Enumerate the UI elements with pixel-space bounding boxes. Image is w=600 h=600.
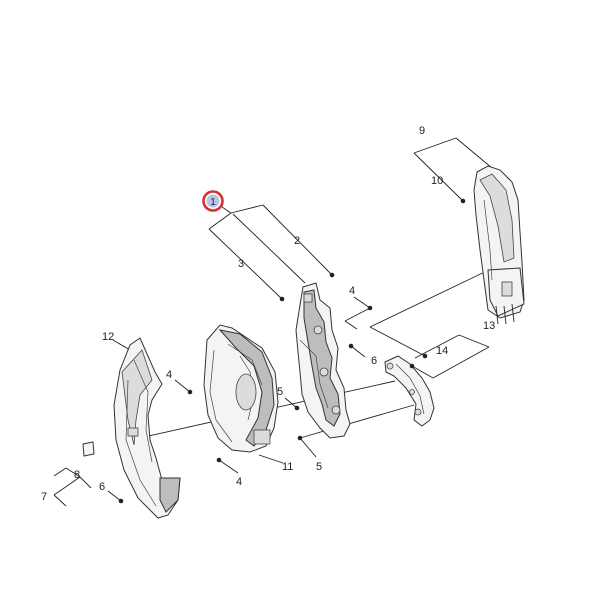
callout-13[interactable]: 13 xyxy=(483,320,495,332)
callout-1-marker[interactable]: 1 xyxy=(202,190,224,212)
part-11-lamp-body[interactable] xyxy=(203,324,279,453)
part-9-side-lamp[interactable] xyxy=(473,165,525,325)
callout-2[interactable]: 2 xyxy=(294,235,300,247)
callout-3[interactable]: 3 xyxy=(238,258,244,270)
leader-lines xyxy=(53,137,494,507)
callout-12[interactable]: 12 xyxy=(102,331,114,343)
callout-5-upper[interactable]: 5 xyxy=(277,386,283,398)
callout-1: 1 xyxy=(210,197,216,208)
callout-7[interactable]: 7 xyxy=(41,491,47,503)
part-8-clip[interactable] xyxy=(82,441,95,457)
callout-9[interactable]: 9 xyxy=(419,125,425,137)
callout-4-left[interactable]: 4 xyxy=(166,369,172,381)
callout-4-upper[interactable]: 4 xyxy=(349,285,355,297)
callout-5-lower[interactable]: 5 xyxy=(316,461,322,473)
fastener-dots xyxy=(118,198,466,504)
callout-14[interactable]: 14 xyxy=(436,345,448,357)
callout-6-middle[interactable]: 6 xyxy=(371,355,377,367)
callout-6-lower[interactable]: 6 xyxy=(99,481,105,493)
part-1-bracket[interactable] xyxy=(295,282,351,439)
part-12-housing[interactable] xyxy=(113,337,181,519)
callout-labels: 2 3 9 10 4 6 13 14 12 4 5 5 11 4 8 7 6 xyxy=(41,125,495,503)
callout-11[interactable]: 11 xyxy=(282,461,293,473)
callout-4-bottom[interactable]: 4 xyxy=(236,476,242,488)
part-13-bracket[interactable] xyxy=(384,355,435,427)
callout-10[interactable]: 10 xyxy=(431,175,443,187)
callout-8[interactable]: 8 xyxy=(74,469,80,481)
